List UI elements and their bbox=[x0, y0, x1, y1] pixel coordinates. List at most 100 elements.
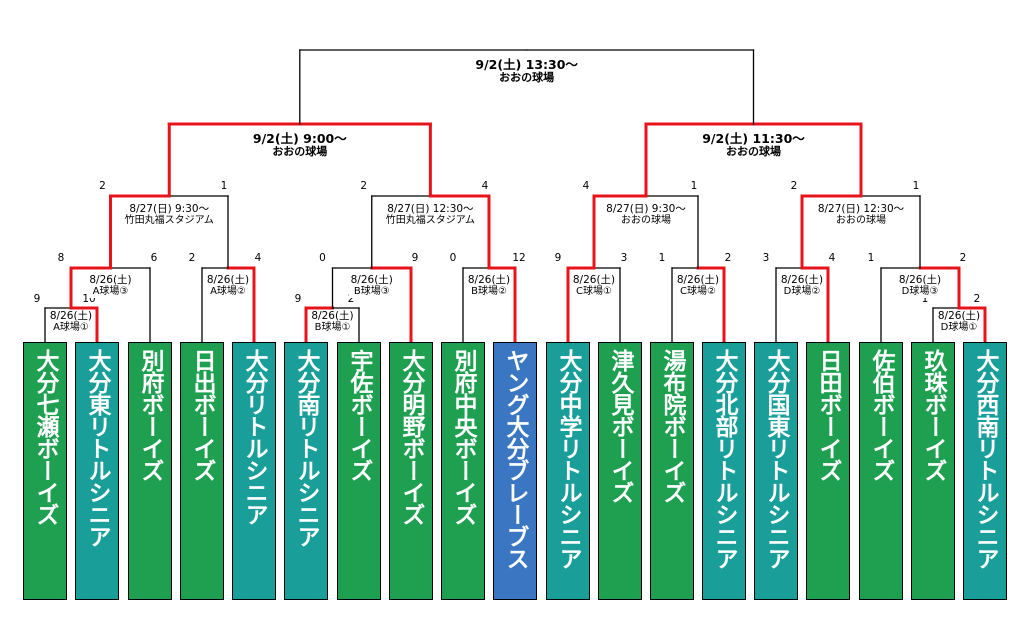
round16-4-info-venue: B球場② bbox=[471, 286, 507, 298]
round16-3-score-left: 0 bbox=[319, 252, 326, 264]
round16-8-info-venue: D球場③ bbox=[901, 286, 939, 298]
first-round-3-info-venue: D球場① bbox=[940, 322, 978, 334]
round16-3-info-time: 8/26(土) bbox=[350, 274, 393, 286]
first-round-3-score-right: 2 bbox=[973, 293, 981, 305]
final-info-time: 9/2(土) 13:30～ bbox=[475, 57, 578, 72]
team-name: 玖珠ボーイズ bbox=[920, 349, 946, 481]
round16-5-score-left: 9 bbox=[554, 252, 562, 264]
quarterfinal-1-info-venue: 竹田丸福スタジアム bbox=[124, 215, 214, 227]
quarterfinal-3-info-venue: おおの球場 bbox=[620, 215, 671, 227]
team-name: 大分七瀬ボーイズ bbox=[32, 349, 58, 525]
team-name: 大分明野ボーイズ bbox=[398, 349, 424, 525]
round16-8-score-right: 2 bbox=[959, 252, 967, 264]
team-box: 玖珠ボーイズ bbox=[911, 342, 955, 600]
round16-1-score-left: 8 bbox=[57, 252, 65, 264]
round16-5-info-venue: C球場① bbox=[576, 286, 612, 298]
team-box: 津久見ボーイズ bbox=[598, 342, 642, 600]
team-name: 大分リトルシニア bbox=[241, 349, 267, 525]
quarterfinal-4-info-venue: おおの球場 bbox=[836, 215, 886, 227]
quarterfinal-4-info-time: 8/27(日) 12:30～ bbox=[817, 203, 905, 215]
round16-4-score-left: 0 bbox=[449, 252, 457, 264]
round16-4-score-right: 12 bbox=[512, 252, 526, 264]
first-round-1-info: 8/26(土)A球場① bbox=[47, 310, 95, 334]
quarterfinal-2-info: 8/27(日) 12:30～竹田丸福スタジアム bbox=[383, 203, 478, 227]
quarterfinal-2-score-left: 2 bbox=[360, 180, 368, 192]
semifinal-1-info-time: 9/2(土) 9:00～ bbox=[252, 131, 347, 146]
team-box: 宇佐ボーイズ bbox=[337, 342, 381, 600]
round16-3-info-venue: B球場③ bbox=[353, 286, 390, 298]
quarterfinal-3-info: 8/27(日) 9:30～おおの球場 bbox=[604, 203, 688, 227]
round16-5-score-right: 3 bbox=[620, 252, 628, 264]
team-box: 大分七瀬ボーイズ bbox=[23, 342, 67, 600]
team-name: 別府ボーイズ bbox=[137, 349, 163, 481]
quarterfinal-2-info-time: 8/27(日) 12:30～ bbox=[387, 203, 474, 215]
team-box: 大分東リトルシニア bbox=[75, 342, 119, 600]
quarterfinal-1-info-time: 8/27(日) 9:30～ bbox=[129, 203, 210, 215]
team-name: 湯布院ボーイズ bbox=[659, 349, 685, 503]
team-name: 日出ボーイズ bbox=[189, 349, 215, 481]
round16-1-info-venue: A球場③ bbox=[92, 286, 129, 298]
team-box: 大分国東リトルシニア bbox=[754, 342, 798, 600]
quarterfinal-2-info-venue: 竹田丸福スタジアム bbox=[385, 215, 476, 227]
first-round-1-info-time: 8/26(土) bbox=[49, 310, 93, 322]
team-name: 日田ボーイズ bbox=[815, 349, 841, 481]
first-round-3-score-left: 1 bbox=[921, 293, 929, 305]
round16-3-score-right: 9 bbox=[411, 252, 419, 264]
team-box: 湯布院ボーイズ bbox=[650, 342, 694, 600]
quarterfinal-3-info-time: 8/27(日) 9:30～ bbox=[606, 203, 686, 215]
round16-2-info-venue: A球場② bbox=[210, 286, 246, 298]
round16-7-info-time: 8/26(土) bbox=[780, 274, 824, 286]
first-round-1-info-venue: A球場① bbox=[53, 322, 89, 334]
team-box: 日田ボーイズ bbox=[806, 342, 850, 600]
quarterfinal-1-score-left: 2 bbox=[99, 180, 106, 192]
quarterfinal-1-info: 8/27(日) 9:30～竹田丸福スタジアム bbox=[122, 203, 216, 227]
team-name: 大分国東リトルシニア bbox=[763, 349, 789, 569]
quarterfinal-4-info: 8/27(日) 12:30～おおの球場 bbox=[815, 203, 907, 227]
semifinal-1-info-venue: おおの球場 bbox=[272, 145, 328, 159]
round16-1-info: 8/26(土)A球場③ bbox=[87, 274, 134, 298]
team-name: 大分西南リトルシニア bbox=[972, 349, 998, 569]
round16-5-info: 8/26(土)C球場① bbox=[570, 274, 618, 298]
team-name: 佐伯ボーイズ bbox=[868, 349, 894, 481]
team-box: 別府中央ボーイズ bbox=[441, 342, 485, 600]
team-box: 大分リトルシニア bbox=[232, 342, 276, 600]
final-info-venue: おおの球場 bbox=[499, 71, 555, 85]
team-box: 大分中学リトルシニア bbox=[546, 342, 590, 600]
first-round-2-score-right: 2 bbox=[347, 293, 355, 305]
first-round-2-info-time: 8/26(土) bbox=[311, 310, 354, 322]
first-round-1-score-left: 9 bbox=[33, 293, 41, 305]
round16-6-info: 8/26(土)C球場② bbox=[674, 274, 722, 298]
team-box: 日出ボーイズ bbox=[180, 342, 224, 600]
round16-8-info: 8/26(土)D球場③ bbox=[896, 274, 944, 298]
round16-2-score-right: 4 bbox=[254, 252, 262, 264]
team-box: 大分西南リトルシニア bbox=[963, 342, 1007, 600]
first-round-2-score-left: 9 bbox=[294, 293, 302, 305]
semifinal-2-info-time: 9/2(土) 11:30～ bbox=[702, 131, 805, 146]
quarterfinal-2-score-right: 4 bbox=[481, 180, 489, 192]
team-box: 大分北部リトルシニア bbox=[702, 342, 746, 600]
round16-4-info-time: 8/26(土) bbox=[467, 274, 511, 286]
team-box: 大分明野ボーイズ bbox=[389, 342, 433, 600]
quarterfinal-4-score-left: 2 bbox=[790, 180, 798, 192]
team-name: 宇佐ボーイズ bbox=[346, 349, 372, 481]
team-name: 大分中学リトルシニア bbox=[555, 349, 581, 569]
first-round-2-info-venue: B球場① bbox=[314, 322, 351, 334]
team-name: 大分東リトルシニア bbox=[84, 349, 110, 547]
round16-5-info-time: 8/26(土) bbox=[572, 274, 616, 286]
team-box: ヤング大分ブレーブス bbox=[493, 342, 537, 600]
round16-7-score-left: 3 bbox=[762, 252, 770, 264]
team-name: 大分北部リトルシニア bbox=[711, 349, 737, 569]
round16-7-info-venue: D球場② bbox=[783, 286, 821, 298]
team-name: 別府中央ボーイズ bbox=[450, 349, 476, 525]
team-name: 津久見ボーイズ bbox=[607, 349, 633, 503]
team-name: ヤング大分ブレーブス bbox=[502, 349, 528, 569]
round16-2-info: 8/26(土)A球場② bbox=[204, 274, 252, 298]
team-name: 大分南リトルシニア bbox=[293, 349, 319, 547]
round16-7-score-right: 4 bbox=[828, 252, 836, 264]
quarterfinal-3-score-right: 1 bbox=[690, 180, 698, 192]
semifinal-2-info: 9/2(土) 11:30～おおの球場 bbox=[700, 131, 807, 160]
final-info: 9/2(土) 13:30～おおの球場 bbox=[473, 57, 580, 86]
round16-1-info-time: 8/26(土) bbox=[89, 274, 132, 286]
